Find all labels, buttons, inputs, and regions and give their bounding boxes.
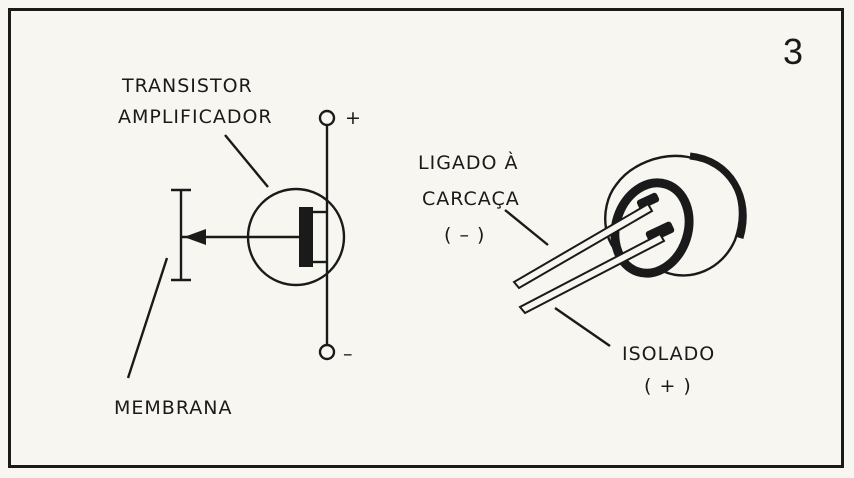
minus-terminal <box>318 343 336 361</box>
case-label-line3: ( – ) <box>444 224 485 246</box>
figure-number: 3 <box>783 31 803 72</box>
pin-pad-upper <box>636 192 660 210</box>
transistor-label-line1: TRANSISTOR <box>121 75 253 97</box>
gate-arrowhead <box>184 229 206 245</box>
membrane-label: MEMBRANA <box>114 397 232 419</box>
figure-frame <box>8 8 844 468</box>
plus-sign: + <box>345 107 362 129</box>
lead-case <box>512 202 654 290</box>
case-leader <box>504 209 549 246</box>
insulated-leader <box>554 307 611 347</box>
minus-sign: – <box>343 343 354 365</box>
transistor-leader <box>224 134 269 188</box>
insulated-label-line2: ( + ) <box>644 375 692 397</box>
electret-schematic: + – <box>171 107 362 365</box>
capsule-rim <box>689 152 747 240</box>
plus-terminal <box>318 109 336 127</box>
transistor-circle <box>246 187 346 287</box>
electret-capsule <box>512 152 747 315</box>
lead-insulated <box>518 232 666 315</box>
case-label-line1: LIGADO À <box>418 151 519 174</box>
channel-bar <box>299 207 313 267</box>
insulated-label-line1: ISOLADO <box>622 343 715 365</box>
transistor-label-line2: AMPLIFICADOR <box>118 106 273 128</box>
case-label-line2: CARCAÇA <box>422 188 520 210</box>
membrane-leader <box>126 257 169 379</box>
